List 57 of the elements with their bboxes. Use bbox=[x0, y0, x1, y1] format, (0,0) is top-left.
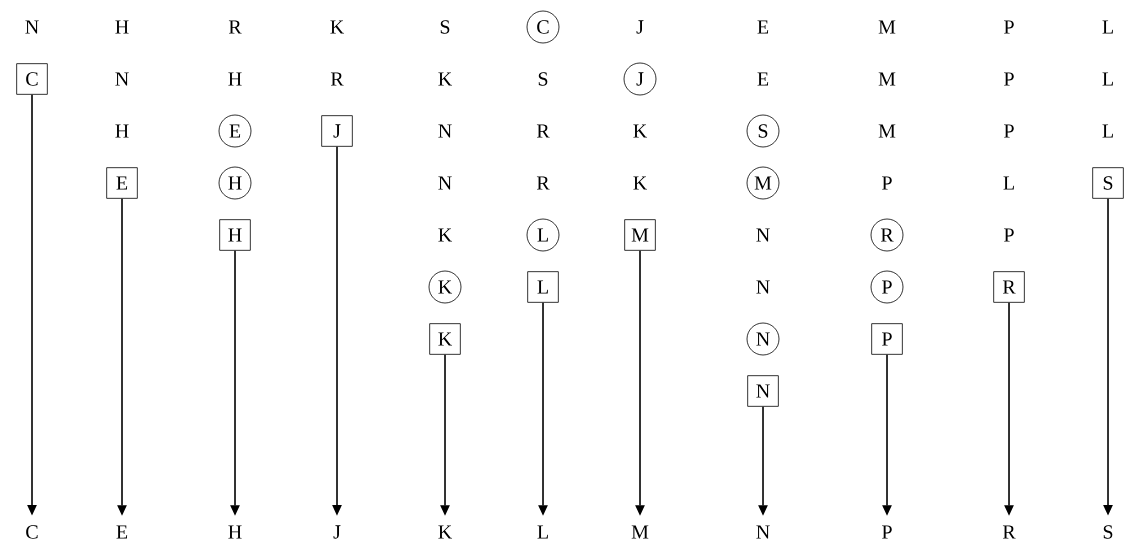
letter: R bbox=[330, 72, 344, 86]
letter: R bbox=[536, 124, 550, 138]
letter: H bbox=[115, 20, 129, 34]
letter: K bbox=[633, 176, 648, 190]
letter-box: E bbox=[106, 167, 138, 199]
letter-box: L bbox=[527, 271, 559, 303]
letter: S bbox=[1103, 525, 1113, 539]
letter: R bbox=[228, 20, 242, 34]
letter: P bbox=[882, 525, 892, 539]
letter-box: H bbox=[219, 219, 251, 251]
letter-box: P bbox=[871, 323, 903, 355]
letter: K bbox=[330, 20, 345, 34]
letter: L bbox=[1003, 176, 1014, 190]
letter-box: M bbox=[624, 219, 656, 251]
letter: P bbox=[1004, 124, 1014, 138]
letter: S bbox=[440, 20, 450, 34]
letter-box: N bbox=[747, 375, 779, 407]
letter: P bbox=[882, 176, 892, 190]
letter: K bbox=[633, 124, 648, 138]
letter: M bbox=[878, 72, 896, 86]
letter: K bbox=[438, 228, 453, 242]
letter: H bbox=[228, 525, 242, 539]
letter: E bbox=[116, 525, 128, 539]
letter: L bbox=[1102, 124, 1113, 138]
letter: J bbox=[333, 525, 341, 539]
letter: R bbox=[536, 176, 550, 190]
letter-box: R bbox=[993, 271, 1025, 303]
letter: N bbox=[115, 72, 129, 86]
letter-box: K bbox=[429, 323, 461, 355]
letter: K bbox=[438, 525, 453, 539]
letter: M bbox=[878, 124, 896, 138]
letter: R bbox=[1002, 525, 1016, 539]
letter: P bbox=[1004, 20, 1014, 34]
letter: E bbox=[757, 20, 769, 34]
letter: M bbox=[878, 20, 896, 34]
letter: L bbox=[1102, 72, 1113, 86]
letter-box: S bbox=[1092, 167, 1124, 199]
letter: P bbox=[1004, 228, 1014, 242]
letter: P bbox=[1004, 72, 1014, 86]
letter: H bbox=[228, 72, 242, 86]
letter: C bbox=[26, 525, 38, 539]
letter: L bbox=[537, 525, 548, 539]
letter: J bbox=[636, 20, 644, 34]
letter: N bbox=[25, 20, 39, 34]
letter: N bbox=[438, 176, 452, 190]
letter: N bbox=[756, 280, 770, 294]
letter-box: J bbox=[321, 115, 353, 147]
letter: N bbox=[438, 124, 452, 138]
letter: M bbox=[631, 525, 649, 539]
letter: E bbox=[757, 72, 769, 86]
letter: S bbox=[538, 72, 548, 86]
letter-box: C bbox=[16, 63, 48, 95]
letter: L bbox=[1102, 20, 1113, 34]
letter: H bbox=[115, 124, 129, 138]
letter: K bbox=[438, 72, 453, 86]
letter: N bbox=[756, 525, 770, 539]
letter: N bbox=[756, 228, 770, 242]
